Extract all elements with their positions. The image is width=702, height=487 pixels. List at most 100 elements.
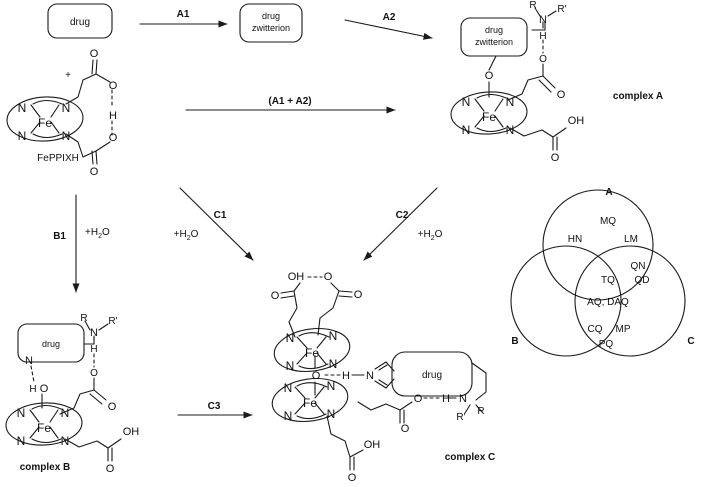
complex-c-top-fe: Fe <box>305 346 319 360</box>
feppixh-label: FePPIXH <box>37 153 79 164</box>
venn-region-b-c-left: CQ <box>588 324 603 335</box>
complex-c-h-low: H <box>442 393 450 405</box>
complex-a-drug-line2: zwitterion <box>475 37 513 47</box>
complex-c-top-n-2: N <box>286 359 295 373</box>
arrow-a2 <box>344 19 433 40</box>
complex-c-oh-bot: OH <box>364 439 381 451</box>
complex-c-o-right: O <box>354 289 363 301</box>
complex-b-drug-box <box>17 323 85 363</box>
arrow-label-c3: C3 <box>208 401 221 412</box>
feppixh-o-upper: O <box>109 80 118 92</box>
complex-b-o-hbond: O <box>90 368 98 379</box>
complex-c-top-n-4: N <box>329 357 338 371</box>
drug-box-start <box>47 3 113 39</box>
venn-region-a-only-right: LM <box>624 234 638 245</box>
complex-b-drug-label: drug <box>42 339 60 349</box>
complex-c-drug-label: drug <box>422 370 442 381</box>
complex-c-bot-n-3: N <box>327 379 336 393</box>
complex-c-o-left: O <box>271 290 280 302</box>
feppixh-n-3: N <box>62 101 71 115</box>
complex-c-bot-fe: Fe <box>303 396 317 410</box>
venn-label-a: A <box>605 187 612 198</box>
feppixh-h: H <box>109 110 117 122</box>
venn-region-b-c-right: MP <box>616 324 631 335</box>
complex-b-fe: Fe <box>37 421 51 435</box>
complex-a-n-1: N <box>462 95 471 109</box>
complex-c-macrocycle-bottom <box>271 377 349 423</box>
complex-c-bot-n-1: N <box>284 381 293 395</box>
feppixh-n-4: N <box>62 129 71 143</box>
complex-b-n-4: N <box>61 434 70 448</box>
complex-b-macrocycle <box>5 402 83 446</box>
complex-a-oh: OH <box>568 115 585 127</box>
complex-c-top-n-1: N <box>286 331 295 345</box>
complex-b-n-1: N <box>17 406 26 420</box>
feppixh-fe: Fe <box>38 116 52 130</box>
complex-b-o-carbonyl: O <box>108 401 117 413</box>
complex-b-n-amine: N <box>90 327 98 339</box>
drug-zwitterion-label-line1: drug <box>262 11 280 21</box>
complex-a-fe: Fe <box>482 110 496 124</box>
complex-a-drug-box <box>460 17 528 57</box>
arrow-label-c2-water: +H2O <box>418 229 443 242</box>
venn-region-a-c-bottom: QD <box>635 275 650 286</box>
arrow-label-c2: C2 <box>396 210 409 221</box>
venn-region-center-top: TQ <box>601 275 615 286</box>
arrow-label-c1-water: +H2O <box>174 229 199 242</box>
venn-circle-b <box>510 245 622 357</box>
complex-c-o-bot: O <box>348 472 357 484</box>
complex-c-macrocycle-top <box>273 327 351 373</box>
feppixh-o-bottom: O <box>90 166 99 178</box>
complex-c-o-carbonyl: O <box>401 423 410 435</box>
complex-c-o-hbond-low: O <box>414 393 423 405</box>
complex-a-r-prime: R' <box>557 4 566 15</box>
complex-b-o-acid: O <box>106 463 115 475</box>
complex-c-bridge-h: H <box>342 370 350 382</box>
venn-region-b-c-bottom: PQ <box>599 339 614 350</box>
complex-b-h-amine: H <box>90 344 97 355</box>
complex-b-h-aqua: H <box>29 384 36 395</box>
complex-c-label: complex C <box>445 452 496 463</box>
arrow-label-b1-water: +H2O <box>85 227 110 240</box>
drug-label: drug <box>70 17 90 28</box>
complex-a-drug-line1: drug <box>485 25 503 35</box>
complex-b-drug-n: N <box>25 355 33 367</box>
complex-c-o-hbond-top: O <box>324 271 333 283</box>
feppixh-o-lower: O <box>109 132 118 144</box>
arrow-label-b1: B1 <box>53 231 66 242</box>
complex-a-n-amine: N <box>539 14 547 26</box>
venn-circle-a <box>542 189 654 301</box>
venn-region-a-c-top: QN <box>631 261 646 272</box>
complex-b-label: complex B <box>20 462 71 473</box>
venn-label-c: C <box>687 336 694 347</box>
plus-sign: + <box>65 70 71 81</box>
venn-region-a-only-top: MQ <box>600 216 616 227</box>
complex-b-o-aqua: O <box>40 383 49 395</box>
arrow-label-a1: A1 <box>177 9 190 20</box>
complex-a-macrocycle <box>450 91 528 135</box>
arrow-c2 <box>363 187 438 261</box>
feppixh-o-top: O <box>90 48 99 60</box>
complex-c-top-n-3: N <box>329 329 338 343</box>
complex-a-o-axial: O <box>485 70 494 82</box>
complex-a-n-4: N <box>506 123 515 137</box>
complex-c-imidazole-n: N <box>366 370 374 382</box>
feppixh-n-2: N <box>18 129 27 143</box>
complex-b-n-3: N <box>61 406 70 420</box>
venn-circle-c <box>574 245 686 357</box>
complex-a-o-hbond: O <box>539 54 547 65</box>
arrow-label-a1-a2: (A1 + A2) <box>268 96 311 107</box>
arrow-c1 <box>179 187 254 261</box>
feppixh-macrocycle <box>6 96 84 142</box>
venn-region-center: AQ, DAQ <box>587 297 629 308</box>
complex-c-n-amine: N <box>459 393 467 405</box>
complex-c-r: R <box>477 406 484 417</box>
complex-b-r-prime: R' <box>108 316 117 327</box>
complex-c-bot-n-2: N <box>284 409 293 423</box>
complex-c-bridge-o: O <box>312 370 321 382</box>
arrow-label-a2: A2 <box>383 12 396 23</box>
complex-c-drug-box <box>391 351 473 397</box>
complex-a-n-2: N <box>462 123 471 137</box>
